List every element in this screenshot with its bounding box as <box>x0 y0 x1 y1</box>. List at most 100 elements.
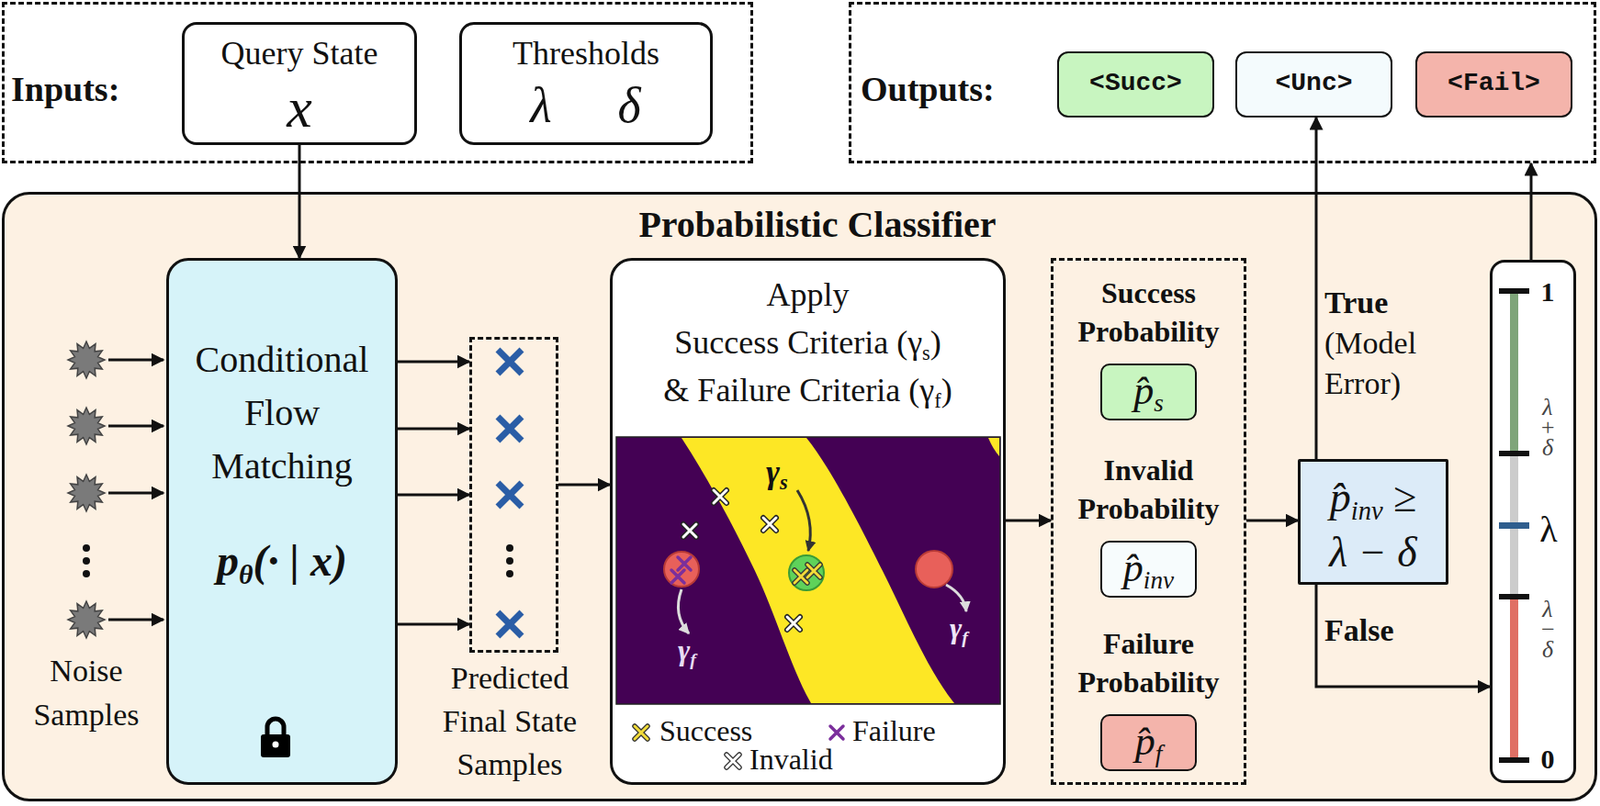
scale-tick <box>1498 450 1530 457</box>
invalid-mark <box>787 617 800 631</box>
criteria-box: Apply Success Criteria (γs) & Failure Cr… <box>609 258 1006 786</box>
success-mark <box>794 570 808 584</box>
node-text: Apply Success Criteria (γs) & Failure Cr… <box>609 271 1006 415</box>
success-state <box>788 555 824 591</box>
lock-body <box>260 734 291 758</box>
invalid-mark <box>763 518 777 531</box>
threshold-scale: 1 λ + δ λ λ − δ 0 <box>1489 259 1577 784</box>
failure-state <box>664 552 699 587</box>
legend-marker <box>726 754 740 768</box>
node-text: Outputs: <box>860 69 1026 111</box>
noise-sample <box>67 601 105 639</box>
node-text: 1 <box>1534 276 1561 309</box>
decision-box: p̂inv ≥ λ − δ <box>1297 459 1449 586</box>
connector-arrow <box>397 623 470 627</box>
connector-arrow <box>397 494 470 497</box>
legend-marker <box>726 754 740 768</box>
ellipsis-dot <box>82 570 91 578</box>
node-text: Failure Probability <box>1050 625 1247 702</box>
node-text: p̂inv ≥ λ − δ <box>1297 470 1449 581</box>
node-text: <Unc> <box>1235 68 1393 99</box>
invalid-mark <box>713 490 727 504</box>
input-group: Inputs:Query StatexThresholdsλδ <box>1 1 754 164</box>
node-text: p̂inv <box>1100 546 1197 591</box>
node-text: Invalid Probability <box>1050 451 1247 529</box>
node-text: x <box>181 78 417 136</box>
criteria-arrow <box>677 589 689 634</box>
connector-arrow <box>397 360 470 364</box>
threshold-tick <box>1498 522 1530 530</box>
connector-arrow <box>1316 585 1490 688</box>
node-text: Predicted Final State Samples <box>417 657 602 788</box>
ellipsis-dot <box>506 570 514 578</box>
node-text: Success Probability <box>1050 274 1247 351</box>
node-text: Query State <box>181 34 417 73</box>
lock-keyhole <box>272 742 280 749</box>
scale-success-band <box>1509 291 1519 454</box>
node-text: Inputs: <box>11 69 168 111</box>
node-text: pθ(· | x) <box>166 535 398 586</box>
noise-arrow <box>108 492 164 496</box>
node-text: <Succ> <box>1057 68 1215 99</box>
legend-marker <box>634 726 648 740</box>
output-token: <Succ> <box>1057 51 1215 118</box>
success-mark <box>794 570 808 584</box>
node-text: λ <box>513 80 569 131</box>
plot-background <box>616 437 1001 705</box>
probability-box: p̂f <box>1100 714 1197 772</box>
criteria-arrow <box>797 490 811 552</box>
output-group: Outputs: <Succ> <Unc> <Fail> <box>848 1 1597 164</box>
node-text: λ <box>1532 509 1565 551</box>
success-region <box>681 438 955 704</box>
ellipsis-dot <box>82 544 91 553</box>
connector-arrow <box>558 484 610 487</box>
node-text: λ + δ <box>1534 397 1561 459</box>
invalid-mark <box>787 617 800 631</box>
invalid-mark <box>683 524 697 538</box>
success-region <box>988 438 1000 457</box>
model-box: Conditional Flow Matching pθ(· | x) <box>166 258 398 786</box>
probability-box: p̂s <box>1100 363 1197 421</box>
node-text: Conditional Flow Matching <box>166 333 398 494</box>
ellipsis-dot <box>506 544 514 553</box>
sample-mark <box>497 416 522 441</box>
probability-box: p̂inv <box>1100 540 1197 598</box>
legend-marker <box>830 726 844 740</box>
sample-group: Predicted Final State Samples <box>469 337 559 654</box>
probability-group: Success ProbabilityInvalid ProbabilityFa… <box>1050 258 1247 786</box>
classifier-panel: Probabilistic ClassifierConditional Flow… <box>1 191 1598 802</box>
scale-uncertain-band <box>1509 453 1519 598</box>
connector-arrow <box>1315 117 1319 460</box>
criteria-arrow <box>946 585 967 612</box>
input-box: Query State x <box>181 22 417 146</box>
node-text: λ − δ <box>1534 599 1561 661</box>
sample-mark <box>497 349 522 374</box>
input-box: Thresholdsλδ <box>459 22 713 146</box>
node-text: p̂f <box>1100 720 1197 765</box>
legend-marker <box>634 726 648 740</box>
failure-mark <box>671 570 685 584</box>
ellipsis-dot <box>506 557 514 565</box>
noise-arrow <box>108 425 164 429</box>
scale-failure-band <box>1509 597 1519 761</box>
noise-sample <box>67 407 105 445</box>
failure-mark <box>677 557 691 571</box>
lock-shackle <box>267 719 284 737</box>
noise-arrow <box>108 359 164 362</box>
node-text: 0 <box>1534 743 1561 777</box>
noise-sample <box>67 474 105 512</box>
connector-arrow <box>298 145 302 259</box>
success-mark <box>807 564 821 578</box>
node-text: Probabilistic Classifier <box>578 203 1057 247</box>
connector-arrow <box>1005 519 1051 523</box>
invalid-mark <box>763 518 777 531</box>
noise-arrow <box>108 619 164 622</box>
node-text: <Fail> <box>1415 68 1573 99</box>
connector-arrow <box>397 428 470 431</box>
node-text: Thresholds <box>459 34 713 73</box>
node-text: p̂s <box>1100 369 1197 414</box>
sample-mark <box>497 612 522 637</box>
output-token: <Fail> <box>1415 51 1573 118</box>
